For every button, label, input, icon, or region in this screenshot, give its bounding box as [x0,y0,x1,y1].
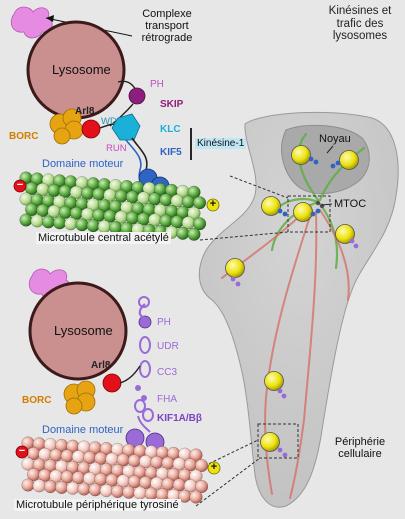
microtubule-subunit [41,215,55,229]
run-label: RUN [106,143,127,154]
microtubule-subunit [66,481,80,495]
borc-complex-bottom [63,380,96,415]
fha-label: FHA [157,394,177,405]
microtubule-subunit [55,480,69,494]
borc-complex-top [49,108,84,145]
title: Kinésines et trafic des lysosomes [328,5,392,43]
microtubule-subunit [88,483,102,497]
udr-label: UDR [157,341,179,352]
lysosome-bottom-label: Lysosome [54,323,113,338]
lysosome-bottom [28,281,128,381]
microtubule-subunit [187,206,201,220]
plus-bottom-label: + [210,461,218,473]
cell-lysosomes [225,145,359,452]
arl8-top-label: Arl8 [75,106,95,117]
microtubule-subunit [64,217,78,231]
microtubule-subunit [195,458,209,473]
mtoc-pointer [321,203,333,206]
microtubule-subunit [133,486,147,500]
retrograde-arrowhead [46,15,54,22]
microtubule-subunit [122,485,136,499]
retrograde-complex-label: Complexe transport rétrograde [141,8,193,45]
microtubule-subunit [99,484,113,498]
cell-body [198,111,399,508]
arl8-top [81,119,101,139]
plus-end-top [206,198,220,212]
microtubule-subunit [77,482,91,496]
zoom-line-bottom-2 [195,457,261,507]
arl8-bottom [102,373,122,393]
microtubule-peripheral-label: Microtubule périphérique tyrosiné [14,499,181,512]
microtubule-subunit [193,196,207,210]
microtubule-subunit [187,185,201,199]
microtubule-subunit [19,213,33,227]
zoom-line-top-1 [229,175,289,199]
microtubule-subunit [189,490,203,504]
ph-top-label: PH [150,79,164,90]
microtubule-subunit [111,484,125,498]
microtubule-subunit [189,469,203,483]
kif1-chain [119,296,154,433]
microtubule-subunit [21,478,35,492]
ph-bottom-label: PH [157,317,171,328]
microtubule-subunit [53,216,67,230]
microtubule-subunit [189,448,203,462]
minus-top-label: − [16,179,24,191]
microtubule-subunit [193,217,207,231]
arl8-bottom-label: Arl8 [91,360,111,371]
microtubule-subunit [195,479,209,494]
mtoc-label: MTOC [334,198,367,210]
cc3-label: CC3 [157,367,178,378]
microtubule-subunit [30,214,44,228]
microtubule-subunit [187,227,201,241]
microtubule-subunit [75,218,89,232]
skip-ph-domain [128,87,146,105]
kif1-motor-head-1 [125,428,145,448]
zoom-box-periphery [257,423,299,459]
klc-label: KLC [160,124,181,135]
cell-motors [230,156,359,458]
minus-bottom-label: − [18,445,26,457]
nucleus-label: Noyau [319,133,351,145]
borc-bottom-label: BORC [22,395,52,406]
microtubule-subunit [32,479,46,493]
kinesin-1-label: Kinésine-1 [195,138,247,149]
periphery-label: Périphérie cellulaire [334,436,386,461]
plus-end-bottom [207,461,221,475]
microtubule-subunit [43,480,57,494]
microtubule-subunit [86,219,100,233]
microtubule-central [19,171,207,241]
skip-label: SKIP [160,99,184,110]
microtubule-peripheral [21,436,209,504]
microtubule-subunit [176,226,190,240]
motor-domain-bottom-label: Domaine moteur [42,424,124,436]
borc-top-label: BORC [9,131,39,142]
kif5-label: KIF5 [160,147,182,158]
nucleus-pointer [326,145,334,154]
minus-end-bottom [15,445,29,459]
kif1-label: KIF1A/Bβ [157,413,202,424]
lysosome-top-label: Lysosome [52,62,111,77]
motor-domain-top-label: Domaine moteur [42,158,124,170]
plus-top-label: + [209,198,217,210]
minus-end-top [13,179,27,193]
wd-label: WD [101,116,117,127]
microtubule-central-label: Microtubule central acétylé [36,232,171,245]
zoom-box-mtoc [287,195,331,233]
wd-linker [99,123,115,129]
